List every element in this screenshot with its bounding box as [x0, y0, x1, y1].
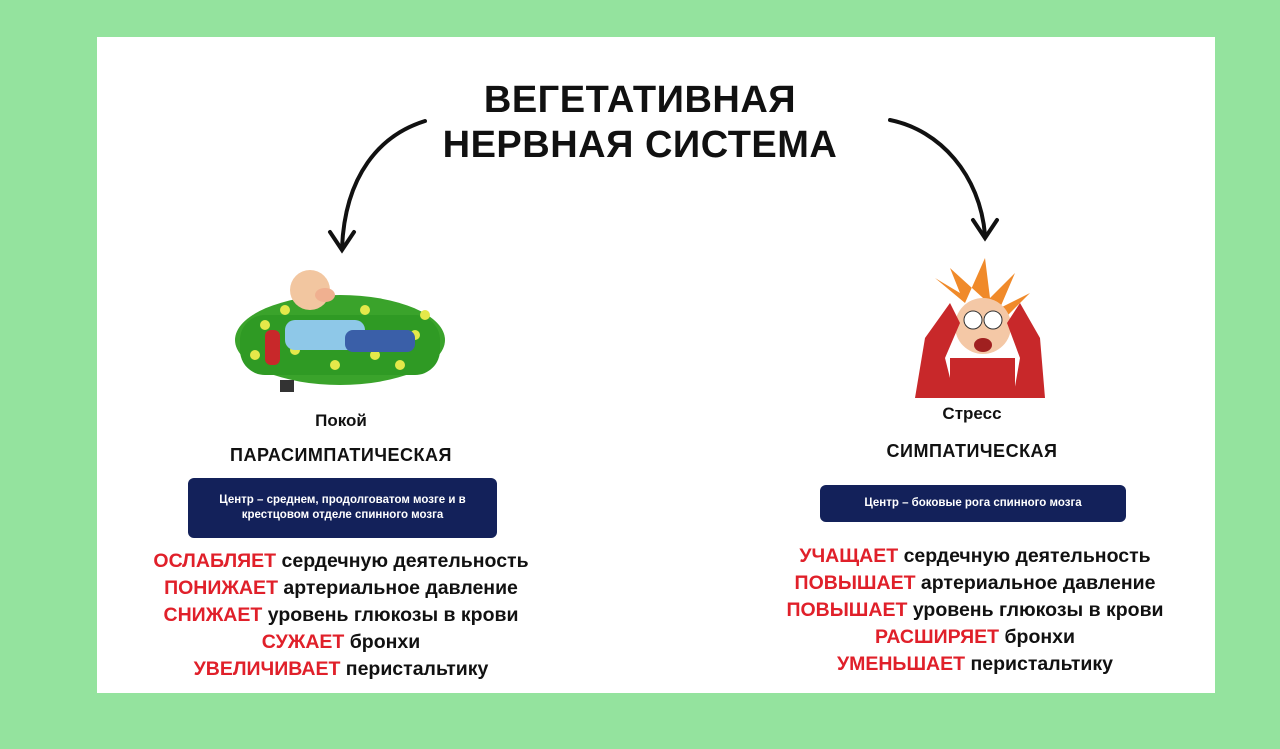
effect-text: уровень глюкозы в крови — [912, 599, 1164, 621]
effect-verb: УЧАЩАЕТ — [799, 545, 899, 567]
title-line-2: НЕРВНАЯ СИСТЕМА — [442, 124, 838, 166]
effect-verb: РАСШИРЯЕТ — [875, 626, 1000, 648]
effect-item: РАСШИРЯЕТ бронхи — [786, 624, 1163, 651]
effect-verb: ПОВЫШАЕТ — [786, 599, 908, 621]
effect-text: уровень глюкозы в крови — [267, 604, 519, 626]
effect-item: УВЕЛИЧИВАЕТ перистальтику — [153, 656, 528, 683]
effect-item: ПОВЫШАЕТ уровень глюкозы в крови — [786, 597, 1163, 624]
resting-man-on-couch-illustration — [235, 270, 445, 392]
effect-item: ПОВЫШАЕТ артериальное давление — [786, 570, 1163, 597]
right-effects-list: УЧАЩАЕТ сердечную деятельность ПОВЫШАЕТ … — [786, 543, 1163, 678]
effect-verb: СНИЖАЕТ — [163, 604, 263, 626]
effect-text: сердечную деятельность — [903, 545, 1151, 567]
effect-text: сердечную деятельность — [281, 550, 529, 572]
effect-item: СУЖАЕТ бронхи — [153, 629, 528, 656]
effect-item: УЧАЩАЕТ сердечную деятельность — [786, 543, 1163, 570]
stressed-man-illustration — [915, 258, 1045, 398]
left-effects-list: ОСЛАБЛЯЕТ сердечную деятельность ПОНИЖАЕ… — [153, 548, 528, 683]
effect-text: перистальтику — [345, 658, 489, 680]
effect-text: перистальтику — [970, 653, 1114, 675]
effect-verb: УМЕНЬШАЕТ — [836, 653, 966, 675]
effect-item: УМЕНЬШАЕТ перистальтику — [786, 651, 1163, 678]
left-mode-label: Покой — [315, 411, 367, 430]
effect-verb: ПОВЫШАЕТ — [794, 572, 916, 594]
effect-verb: СУЖАЕТ — [261, 631, 345, 653]
left-center-box: Центр – среднем, продолговатом мозге и в… — [188, 478, 497, 538]
title-line-1: ВЕГЕТАТИВНАЯ — [483, 79, 797, 121]
effect-text: артериальное давление — [920, 572, 1156, 594]
effect-item: ОСЛАБЛЯЕТ сердечную деятельность — [153, 548, 528, 575]
right-mode-label: Стресс — [942, 404, 1002, 423]
effect-verb: УВЕЛИЧИВАЕТ — [193, 658, 341, 680]
arrow-left-icon — [328, 119, 427, 254]
effect-text: бронхи — [1004, 626, 1075, 648]
effect-verb: ПОНИЖАЕТ — [164, 577, 278, 599]
effect-verb: ОСЛАБЛЯЕТ — [153, 550, 277, 572]
effect-item: ПОНИЖАЕТ артериальное давление — [153, 575, 528, 602]
right-center-box: Центр – боковые рога спинного мозга — [820, 485, 1126, 522]
left-branch-title: ПАРАСИМПАТИЧЕСКАЯ — [230, 445, 452, 465]
effect-text: артериальное давление — [283, 577, 518, 599]
effect-item: СНИЖАЕТ уровень глюкозы в крови — [153, 602, 528, 629]
arrow-right-icon — [888, 118, 999, 242]
effect-text: бронхи — [349, 631, 421, 653]
right-branch-title: СИМПАТИЧЕСКАЯ — [886, 441, 1058, 461]
